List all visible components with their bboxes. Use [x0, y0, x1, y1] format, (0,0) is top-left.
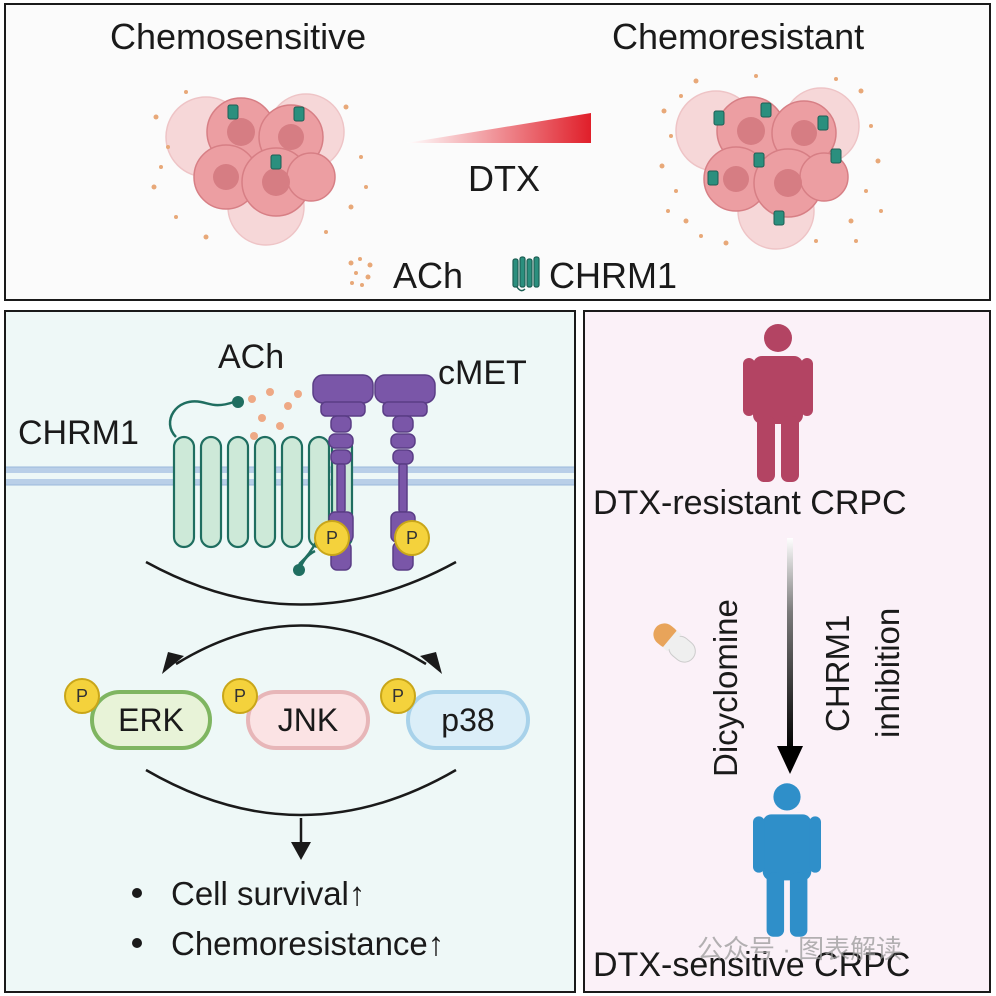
bullet-icon [132, 938, 142, 948]
signaling-panel: ACh cMET CHRM1 P P ERK P JNK P p38 P Cel… [4, 310, 576, 993]
phospho-badge: P [380, 678, 416, 714]
ach-legend-icon [348, 257, 373, 287]
chrm1-inhibition-line2: inhibition [869, 607, 906, 738]
chemoresistant-cell-cluster [659, 74, 883, 250]
chrm1-legend-label: CHRM1 [549, 255, 678, 296]
chemosensitive-cell-cluster [151, 90, 368, 246]
chrm1-receptor [168, 396, 354, 566]
dicyclomine-label: Dicyclomine [707, 599, 744, 777]
outcome-chemoresistance: Chemoresistance↑ [171, 925, 445, 962]
treatment-arrow [777, 538, 803, 774]
ach-molecules-icon [248, 388, 302, 440]
p38-label: p38 [441, 701, 495, 738]
chrm1-legend-icon [512, 256, 540, 292]
phospho-badge: P [64, 678, 100, 714]
cmet-label: cMET [438, 354, 527, 392]
erk-kinase: ERK [90, 690, 212, 750]
resistant-crpc-label: DTX-resistant CRPC [593, 484, 907, 522]
bullet-icon [132, 888, 142, 898]
chrm1-receptor-label: CHRM1 [18, 414, 139, 452]
capsule-icon [653, 623, 696, 663]
sensitive-crpc-label: DTX-sensitive CRPC [593, 946, 911, 984]
treatment-panel: DTX-resistant CRPC Dicyclomine CHRM1 inh… [583, 310, 991, 993]
jnk-kinase: JNK [246, 690, 370, 750]
jnk-label: JNK [277, 701, 339, 738]
dtx-gradient-wedge [406, 113, 591, 143]
dtx-label: DTX [468, 158, 540, 199]
chrm1-inhibition-line1: CHRM1 [819, 614, 856, 732]
erk-label: ERK [118, 701, 184, 738]
p38-kinase: p38 [406, 690, 530, 750]
chemoresistant-label: Chemoresistant [612, 16, 865, 57]
phospho-badge: P [314, 520, 350, 556]
ach-legend-label: ACh [393, 255, 464, 296]
watermark: 公众号 · 图表解读 [697, 934, 903, 964]
sensitive-patient-icon [753, 783, 821, 937]
ach-ligand-label: ACh [218, 338, 285, 376]
top-panel: Chemosensitive Chemoresistant [4, 3, 991, 301]
outcome-cell-survival: Cell survival↑ [171, 875, 366, 912]
phospho-badge: P [394, 520, 430, 556]
phospho-badge: P [222, 678, 258, 714]
convergence-arrow [145, 768, 457, 860]
signaling-crossover-arrows [145, 560, 457, 674]
chemosensitive-label: Chemosensitive [110, 16, 367, 57]
chrm1-tail-icon [293, 549, 316, 576]
resistant-patient-icon [743, 324, 813, 482]
